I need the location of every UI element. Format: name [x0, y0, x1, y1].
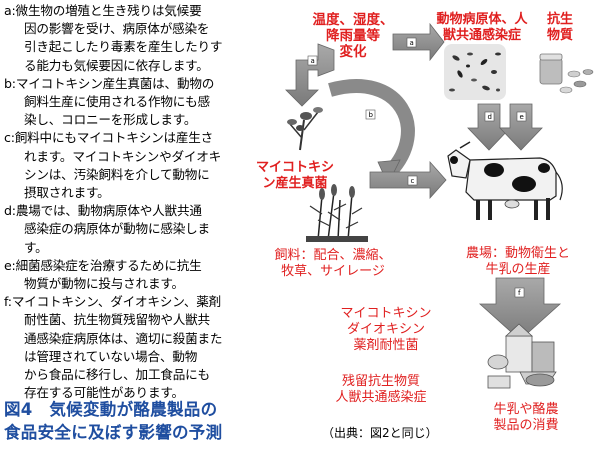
pathogen-image [444, 44, 506, 100]
node-feed: 飼料：配合、濃縮、 牧草、サイレージ [274, 248, 392, 279]
arrow-letter-c: c [411, 177, 415, 185]
node-antibiotics: 抗生 物質 [546, 12, 573, 43]
legend-b-2: 飼料生産に使用される作物にも感 [24, 94, 210, 110]
fungi-image [287, 107, 323, 151]
legend-a: a:微生物の増殖と生き残りは気候要 [4, 3, 202, 18]
node-hazards-2: 残留抗生物質 人獣共通感染症 [335, 374, 427, 405]
legend-f-4: は管理されていない場合、動物 [24, 348, 198, 364]
legend-d-2: 感染症の病原体が動物に感染しま [24, 221, 210, 237]
node-consumption: 牛乳や酪農 製品の消費 [493, 402, 559, 433]
legend-c: c:飼料中にもマイコトキシンは産生さ [4, 130, 214, 146]
arrow-letter-b: b [369, 111, 374, 119]
legend-a-4: る能力も気候要因に依存します。 [24, 57, 209, 73]
node-fungi: マイコトキシ ン産生真菌 [255, 160, 334, 191]
legend-f-3: 通感染症病原体は、適切に殺菌また [24, 330, 223, 346]
node-farm: 農場：動物衛生と 牛乳の生産 [465, 246, 570, 277]
legend-f-2: 耐性菌、抗生物質残留物や人獣共 [24, 312, 210, 328]
legend-c-4: 摂取されます。 [24, 185, 110, 201]
arrow-letter-f: f [518, 289, 521, 297]
source-note: （出典：図2と同じ） [322, 426, 438, 440]
arrow-e: e [499, 103, 543, 151]
arrow-f: f [478, 277, 562, 341]
legend-d-3: す。 [24, 239, 48, 255]
caption-line-2: 食品安全に及ぼす影響の予測 [4, 423, 223, 442]
legend-f-6: 存在する可能性があります。 [24, 385, 184, 401]
legend-b-3: 染し、コロニーを形成します。 [24, 112, 197, 128]
legend-c-3: シンは、汚染飼料を介して動物に [24, 166, 210, 182]
legend-c-2: れます。マイコトキシンやダイオキ [24, 148, 222, 164]
arrow-c: c [369, 160, 447, 200]
arrow-letter-d: d [488, 113, 492, 121]
legend-f-5: から食品に移行し、加工食品にも [24, 367, 210, 383]
legend-b: b:マイコトキシン産生真菌は、動物の [4, 75, 215, 91]
node-hazards-1: マイコトキシン ダイオキシン 薬剤耐性菌 [340, 306, 432, 353]
legend-a-3: 引き起こしたり毒素を産生したりす [24, 39, 223, 55]
arrow-b: b [328, 79, 415, 185]
legend-d: d:農場では、動物病原体や人獣共通 [4, 203, 202, 219]
caption-line-1: 図4 気候変動が酪農製品の [4, 400, 218, 419]
figure-caption: 図4 気候変動が酪農製品の 食品安全に及ぼす影響の予測 [4, 398, 272, 444]
arrow-d: d [467, 103, 511, 151]
arrow-letter-a1: a [410, 39, 414, 47]
antibiotics-image [539, 53, 594, 94]
dairy-products-image [487, 323, 557, 389]
legend-text: a:微生物の増殖と生き残りは気候要 因の影響を受け、病原体が感染を 引き起こした… [4, 2, 266, 402]
node-climate: 温度、湿度、 降雨量等 変化 [312, 12, 394, 60]
legend-f: f:マイコトキシン、ダイオキシン、薬剤 [4, 294, 222, 310]
arrow-a-down: a [285, 43, 335, 107]
arrow-a-right: a [392, 22, 445, 62]
arrow-letter-e: e [520, 113, 524, 121]
legend-e: e:細菌感染症を治療するために抗生 [4, 257, 202, 273]
legend-a-2: 因の影響を受け、病原体が感染を [24, 21, 210, 37]
crop-field-image [306, 184, 368, 242]
arrow-letter-a2: a [311, 57, 315, 65]
legend-e-2: 物質が動物に投与されます。 [24, 276, 184, 292]
cow-image [447, 141, 563, 220]
node-pathogens: 動物病原体、人 獣共通感染症 [436, 12, 528, 43]
